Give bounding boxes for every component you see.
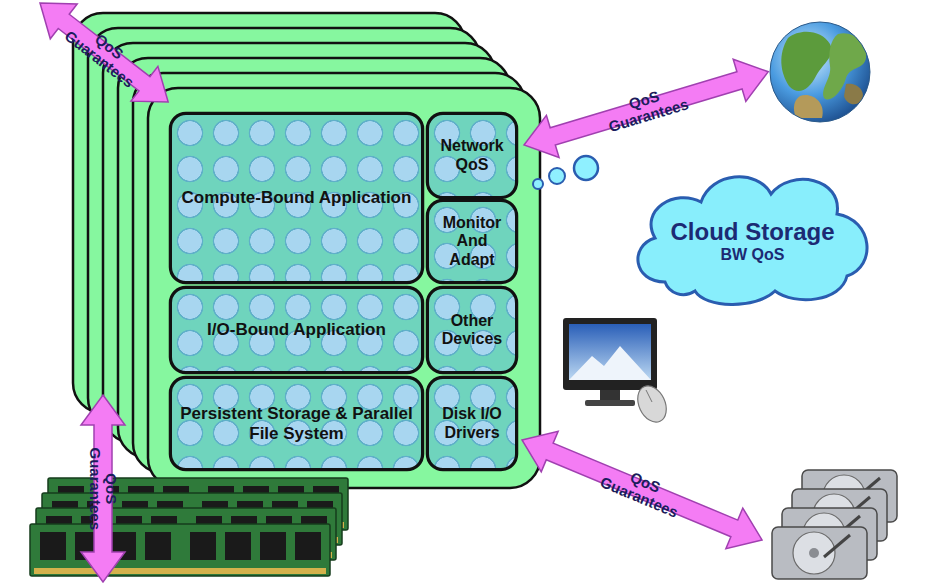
qos-arrow [518,51,775,166]
computer-icon [563,318,672,427]
thought-bubbles [533,156,598,189]
box-title: I/O-Bound Application [207,320,386,340]
service-box: Other Devices [427,287,517,373]
service-box: Network QoS [427,113,517,198]
box-content: Disk I/O Drivers [429,379,515,468]
arrow-label: QoS Guarantees [87,448,119,531]
box-title: Other Devices [434,312,510,349]
arrow-label: QoS Guarantees [598,460,686,521]
box-content: Compute-Bound Application [172,115,421,281]
arrow-label: QoS Guarantees [62,15,147,90]
box-title: Compute-Bound Application [182,188,412,208]
box-title: Disk I/O Drivers [434,405,510,442]
cloud-shape: Cloud StorageBW QoS [625,160,880,310]
box-title: Monitor And Adapt [434,214,510,269]
qos-arrow [81,395,125,582]
box-content: Network QoS [429,115,515,196]
disk-drives [772,470,897,579]
service-box: Monitor And Adapt [427,200,517,283]
qos-arrow [27,0,182,119]
box-title: Cloud Storage [670,218,834,246]
box-content: Cloud StorageBW QoS [625,160,880,310]
box-content: I/O-Bound Application [172,289,421,371]
globe-icon [770,22,870,122]
box-title: Network QoS [434,137,510,174]
box-title: Persistent Storage & Parallel File Syste… [177,404,416,443]
qos-arrow [514,420,771,561]
arrow-label: QoS Guarantees [602,81,690,135]
box-content: Monitor And Adapt [429,202,515,281]
box-content: Persistent Storage & Parallel File Syste… [172,379,421,468]
box-subtitle: BW QoS [721,246,785,264]
box-content: Other Devices [429,289,515,371]
storage-box: Persistent Storage & Parallel File Syste… [170,377,423,470]
service-box: Disk I/O Drivers [427,377,517,470]
memory-modules [30,478,348,576]
application-box: I/O-Bound Application [170,287,423,373]
application-box: Compute-Bound Application [170,113,423,283]
